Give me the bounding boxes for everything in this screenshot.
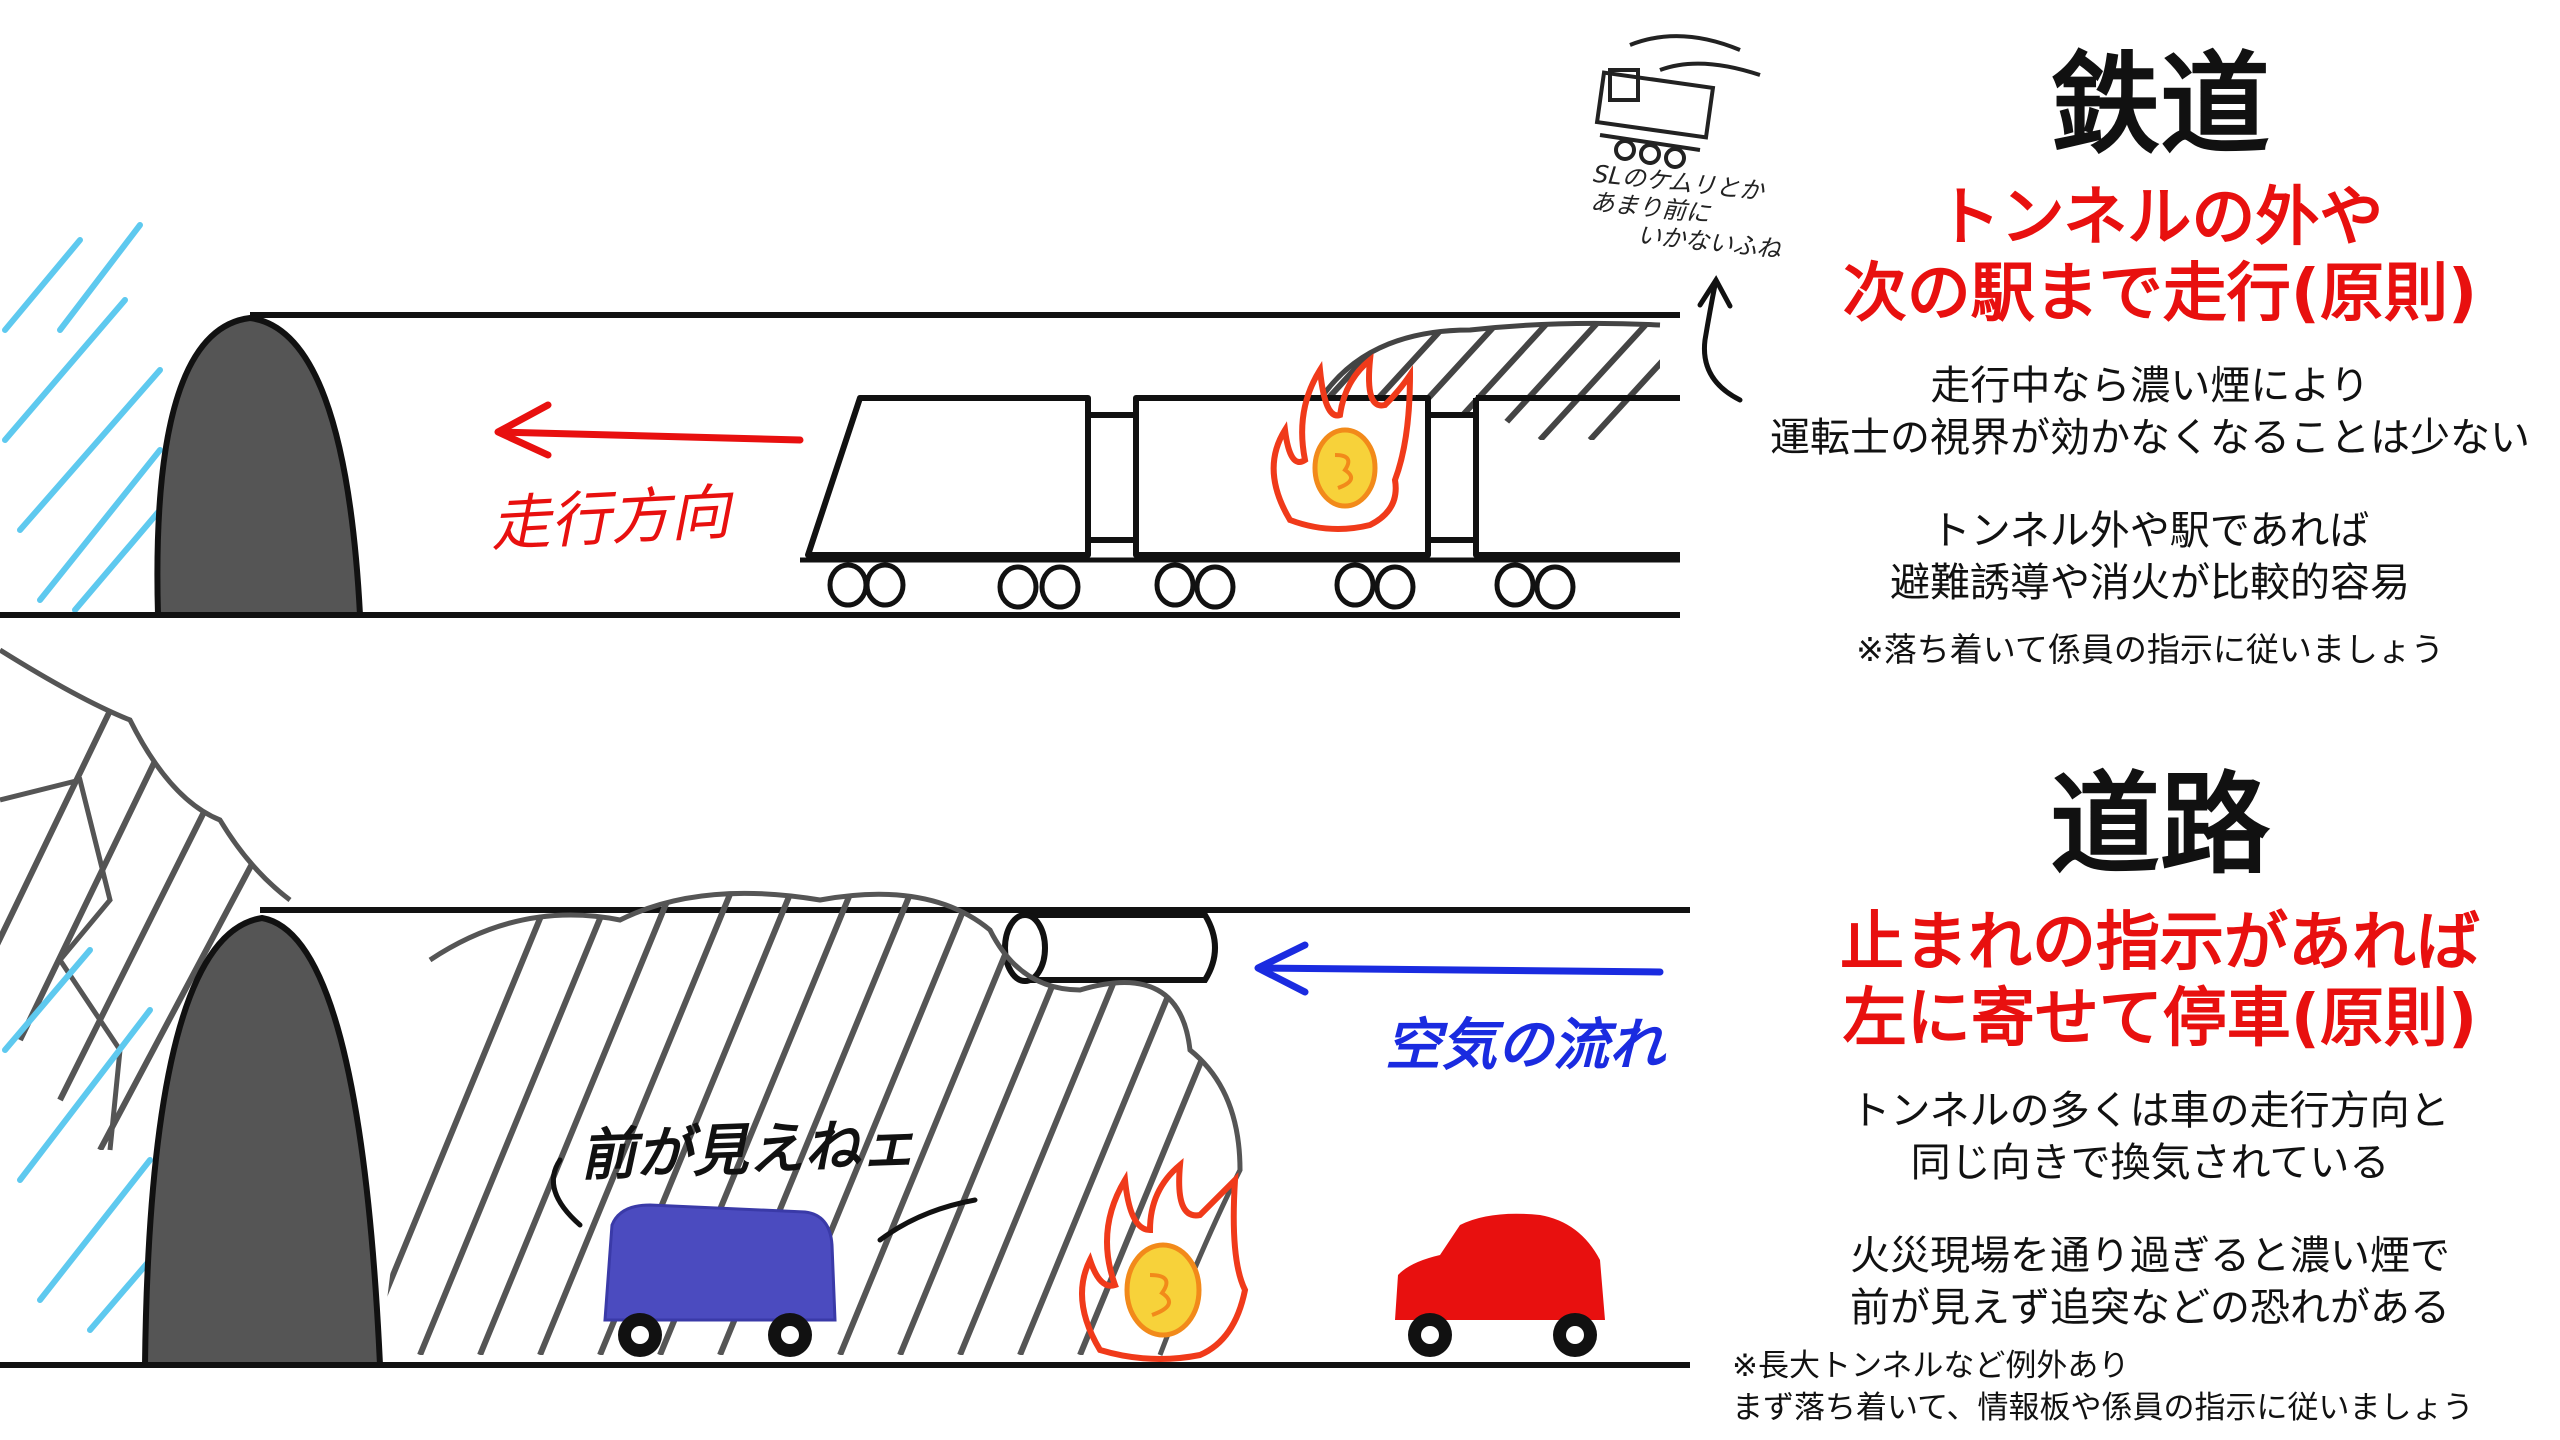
tunnel-mouth xyxy=(154,314,364,618)
railway-para2: トンネル外や駅であれば 避難誘導や消火が比較的容易 xyxy=(1740,505,2560,609)
fire-icon xyxy=(1079,1158,1249,1362)
railway-note: ※落ち着いて係員の指示に従いましょう xyxy=(1856,630,2444,669)
railway-rule: トンネルの外や 次の駅まで走行(原則) xyxy=(1760,180,2560,332)
text-line: まず落ち着いて、情報板や係員の指示に従いましょう xyxy=(1732,1390,2474,1426)
direction-arrow xyxy=(494,401,804,459)
speech-text: 前が見えねェ xyxy=(579,1112,918,1189)
text-line: ※長大トンネルなど例外あり xyxy=(1732,1348,2130,1384)
railway-heading: 鉄道 xyxy=(2050,41,2270,169)
road-rule-line: 止まれの指示があれば xyxy=(1840,906,2480,980)
road-para2: 火災現場を通り過ぎると濃い煙で 前が見えず追突などの恐れがある xyxy=(1740,1230,2560,1334)
text-line: トンネル外や駅であれば xyxy=(1930,508,2370,554)
airflow-label: 空気の流れ xyxy=(1385,1013,1665,1078)
road-scene xyxy=(0,647,1690,1368)
direction-label: 走行方向 xyxy=(488,477,732,561)
text-line: 火災現場を通り過ぎると濃い煙で xyxy=(1850,1233,2450,1279)
text-line: 運転士の視界が効かなくなることは少ない xyxy=(1770,415,2530,461)
railway-scene xyxy=(0,34,1761,618)
text-line: 同じ向きで換気されている xyxy=(1910,1140,2390,1186)
road-para1: トンネルの多くは車の走行方向と 同じ向きで換気されている xyxy=(1740,1085,2560,1189)
van-icon xyxy=(603,1203,837,1357)
railway-para1: 走行中なら濃い煙により 運転士の視界が効かなくなることは少ない xyxy=(1740,360,2560,464)
text-line: 避難誘導や消火が比較的容易 xyxy=(1890,560,2410,606)
text-line: 走行中なら濃い煙により xyxy=(1930,363,2370,409)
railway-rule-line: 次の駅まで走行(原則) xyxy=(1842,257,2478,331)
road-rule: 止まれの指示があれば 左に寄せて停車(原則) xyxy=(1760,905,2560,1057)
fire-icon xyxy=(1270,353,1414,532)
road-rule-line: 左に寄せて停車(原則) xyxy=(1842,982,2478,1056)
text-line: トンネルの多くは車の走行方向と xyxy=(1850,1088,2450,1134)
car-icon xyxy=(1395,1213,1605,1357)
airflow-arrow xyxy=(1254,941,1664,996)
steam-locomotive-icon xyxy=(1594,34,1761,169)
road-note: ※長大トンネルなど例外あり まず落ち着いて、情報板や係員の指示に従いましょう xyxy=(1732,1345,2560,1429)
train-wheels xyxy=(827,562,1576,610)
tunnel-mouth xyxy=(141,914,384,1368)
railway-rule-line: トンネルの外や xyxy=(1936,181,2384,255)
train xyxy=(800,395,1680,563)
rain-marks xyxy=(2,222,163,613)
road-heading: 道路 xyxy=(2050,761,2270,889)
vent-pipe xyxy=(1002,912,1218,984)
text-line: 前が見えず追突などの恐れがある xyxy=(1850,1285,2450,1331)
